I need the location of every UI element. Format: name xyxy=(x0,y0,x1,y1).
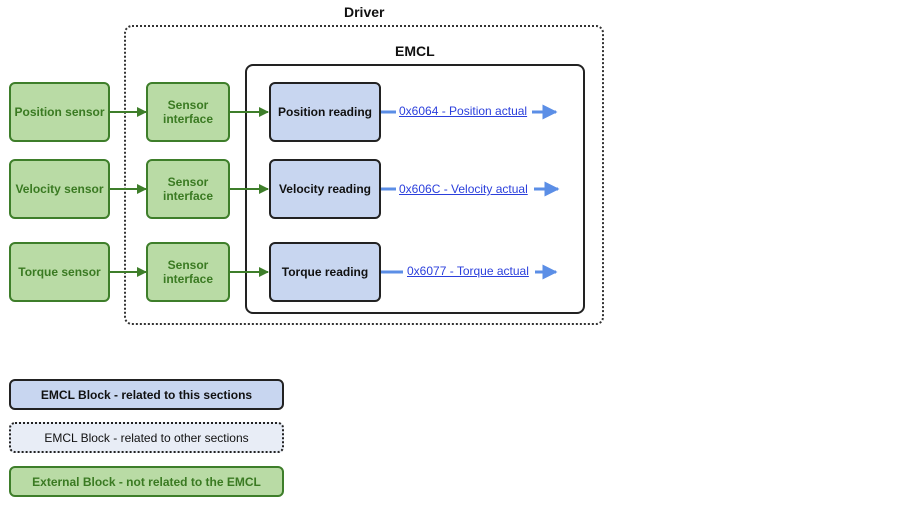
reading-torque-label: Torque reading xyxy=(281,265,369,279)
legend-emcl-this-section: EMCL Block - related to this sections xyxy=(9,379,284,410)
legend-external-block: External Block - not related to the EMCL xyxy=(9,466,284,497)
driver-title: Driver xyxy=(344,4,385,20)
sensor-interface-torque[interactable]: Sensor interface xyxy=(146,242,230,302)
legend-emcl-other-label: EMCL Block - related to other sections xyxy=(44,430,249,445)
sensor-torque[interactable]: Torque sensor xyxy=(9,242,110,302)
sensor-interface-position[interactable]: Sensor interface xyxy=(146,82,230,142)
driver-container xyxy=(124,25,604,325)
legend-external-label: External Block - not related to the EMCL xyxy=(32,474,261,489)
sensor-position[interactable]: Position sensor xyxy=(9,82,110,142)
legend-emcl-this-label: EMCL Block - related to this sections xyxy=(40,387,253,402)
sensor-torque-label: Torque sensor xyxy=(18,265,101,279)
reading-torque[interactable]: Torque reading xyxy=(269,242,381,302)
sensor-interface-label: Sensor interface xyxy=(162,98,214,126)
emcl-title: EMCL xyxy=(395,43,435,59)
sensor-interface-label: Sensor interface xyxy=(162,175,214,203)
sensor-position-label: Position sensor xyxy=(14,105,105,119)
sensor-velocity[interactable]: Velocity sensor xyxy=(9,159,110,219)
sensor-velocity-label: Velocity sensor xyxy=(15,182,104,196)
sensor-interface-label: Sensor interface xyxy=(162,258,214,286)
reading-velocity-label: Velocity reading xyxy=(278,182,372,196)
object-link-torque-actual[interactable]: 0x6077 - Torque actual xyxy=(407,264,529,278)
object-link-velocity-actual[interactable]: 0x606C - Velocity actual xyxy=(399,182,528,196)
object-link-position-actual[interactable]: 0x6064 - Position actual xyxy=(399,104,528,118)
legend-emcl-other-sections: EMCL Block - related to other sections xyxy=(9,422,284,453)
reading-position-label: Position reading xyxy=(277,105,372,119)
sensor-interface-velocity[interactable]: Sensor interface xyxy=(146,159,230,219)
reading-position[interactable]: Position reading xyxy=(269,82,381,142)
reading-velocity[interactable]: Velocity reading xyxy=(269,159,381,219)
